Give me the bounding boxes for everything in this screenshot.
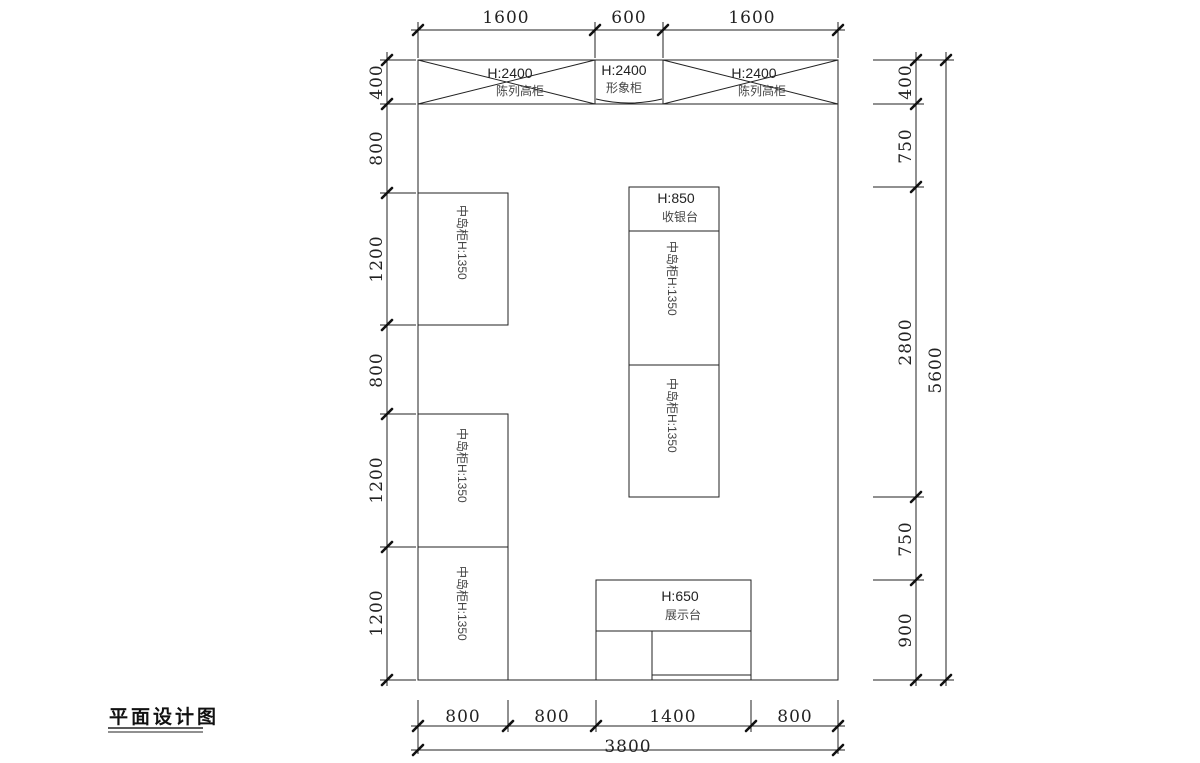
left-dim-5: 1200 <box>367 456 387 503</box>
right-dim-1: 400 <box>896 64 916 99</box>
top-dim-1: 1600 <box>482 8 529 28</box>
bottom-dim-1: 800 <box>445 707 480 727</box>
island-cabinet-label: 中岛柜H:1350 <box>665 378 680 453</box>
room-outline <box>417 59 839 681</box>
island-cabinet-label: 中岛柜H:1350 <box>455 205 470 280</box>
bottom-dimension-chain: 800 800 1400 800 3800 <box>411 700 845 757</box>
island-cabinet-left-2: 中岛柜H:1350 <box>417 413 509 548</box>
bottom-dim-2: 800 <box>534 707 569 727</box>
showcase-height: H:650 <box>661 588 699 604</box>
bottom-dim-3: 1400 <box>649 707 696 727</box>
display-cabinet-right: H:2400 陈列高柜 <box>662 59 839 105</box>
island-cabinet-left-1: 中岛柜H:1350 <box>417 192 509 326</box>
cashier-label: 收银台 <box>662 209 698 224</box>
display-cabinet-left: H:2400 陈列高柜 <box>417 59 596 105</box>
showcase-table: H:650 展示台 <box>595 579 752 681</box>
right-dim-4: 750 <box>896 521 916 556</box>
island-cabinet-label: 中岛柜H:1350 <box>665 241 680 316</box>
right-dim-2: 750 <box>896 128 916 163</box>
left-dim-3: 1200 <box>367 235 387 282</box>
bottom-dim-4: 800 <box>777 707 812 727</box>
display-cabinet-right-label: 陈列高柜 <box>738 83 786 98</box>
display-cabinet-right-height: H:2400 <box>731 65 776 81</box>
island-cabinet-label: 中岛柜H:1350 <box>455 428 470 503</box>
left-dim-6: 1200 <box>367 589 387 636</box>
drawing-title: 平面设计图 <box>108 706 219 733</box>
island-cabinet-label: 中岛柜H:1350 <box>455 566 470 641</box>
display-cabinet-left-label: 陈列高柜 <box>496 83 544 98</box>
top-dim-2: 600 <box>611 8 646 28</box>
left-dim-4: 800 <box>367 352 387 387</box>
total-width: 3800 <box>604 737 651 757</box>
left-dimension-chain: 400 800 1200 800 1200 1200 <box>367 52 416 687</box>
cashier-height: H:850 <box>657 190 695 206</box>
left-dim-1: 400 <box>367 64 387 99</box>
right-dim-5: 900 <box>896 612 916 647</box>
top-dim-3: 1600 <box>728 8 775 28</box>
cashier-counter: H:850 收银台 <box>628 186 720 232</box>
island-cabinet-left-3: 中岛柜H:1350 <box>417 546 509 681</box>
drawing-title-text: 平面设计图 <box>109 706 219 728</box>
image-cabinet-height: H:2400 <box>601 62 646 78</box>
left-dim-2: 800 <box>367 130 387 165</box>
top-dimension-chain: 1600 600 1600 <box>411 8 845 58</box>
image-cabinet: H:2400 形象柜 <box>594 59 664 105</box>
right-dimension-chain: 400 750 2800 750 900 5600 <box>873 52 954 687</box>
image-cabinet-label: 形象柜 <box>606 81 642 95</box>
total-height: 5600 <box>926 346 946 393</box>
island-cabinet-center-1: 中岛柜H:1350 <box>628 230 720 366</box>
right-dim-3: 2800 <box>896 318 916 365</box>
showcase-label: 展示台 <box>665 607 701 622</box>
island-cabinet-center-2: 中岛柜H:1350 <box>628 364 720 498</box>
display-cabinet-left-height: H:2400 <box>487 65 532 81</box>
